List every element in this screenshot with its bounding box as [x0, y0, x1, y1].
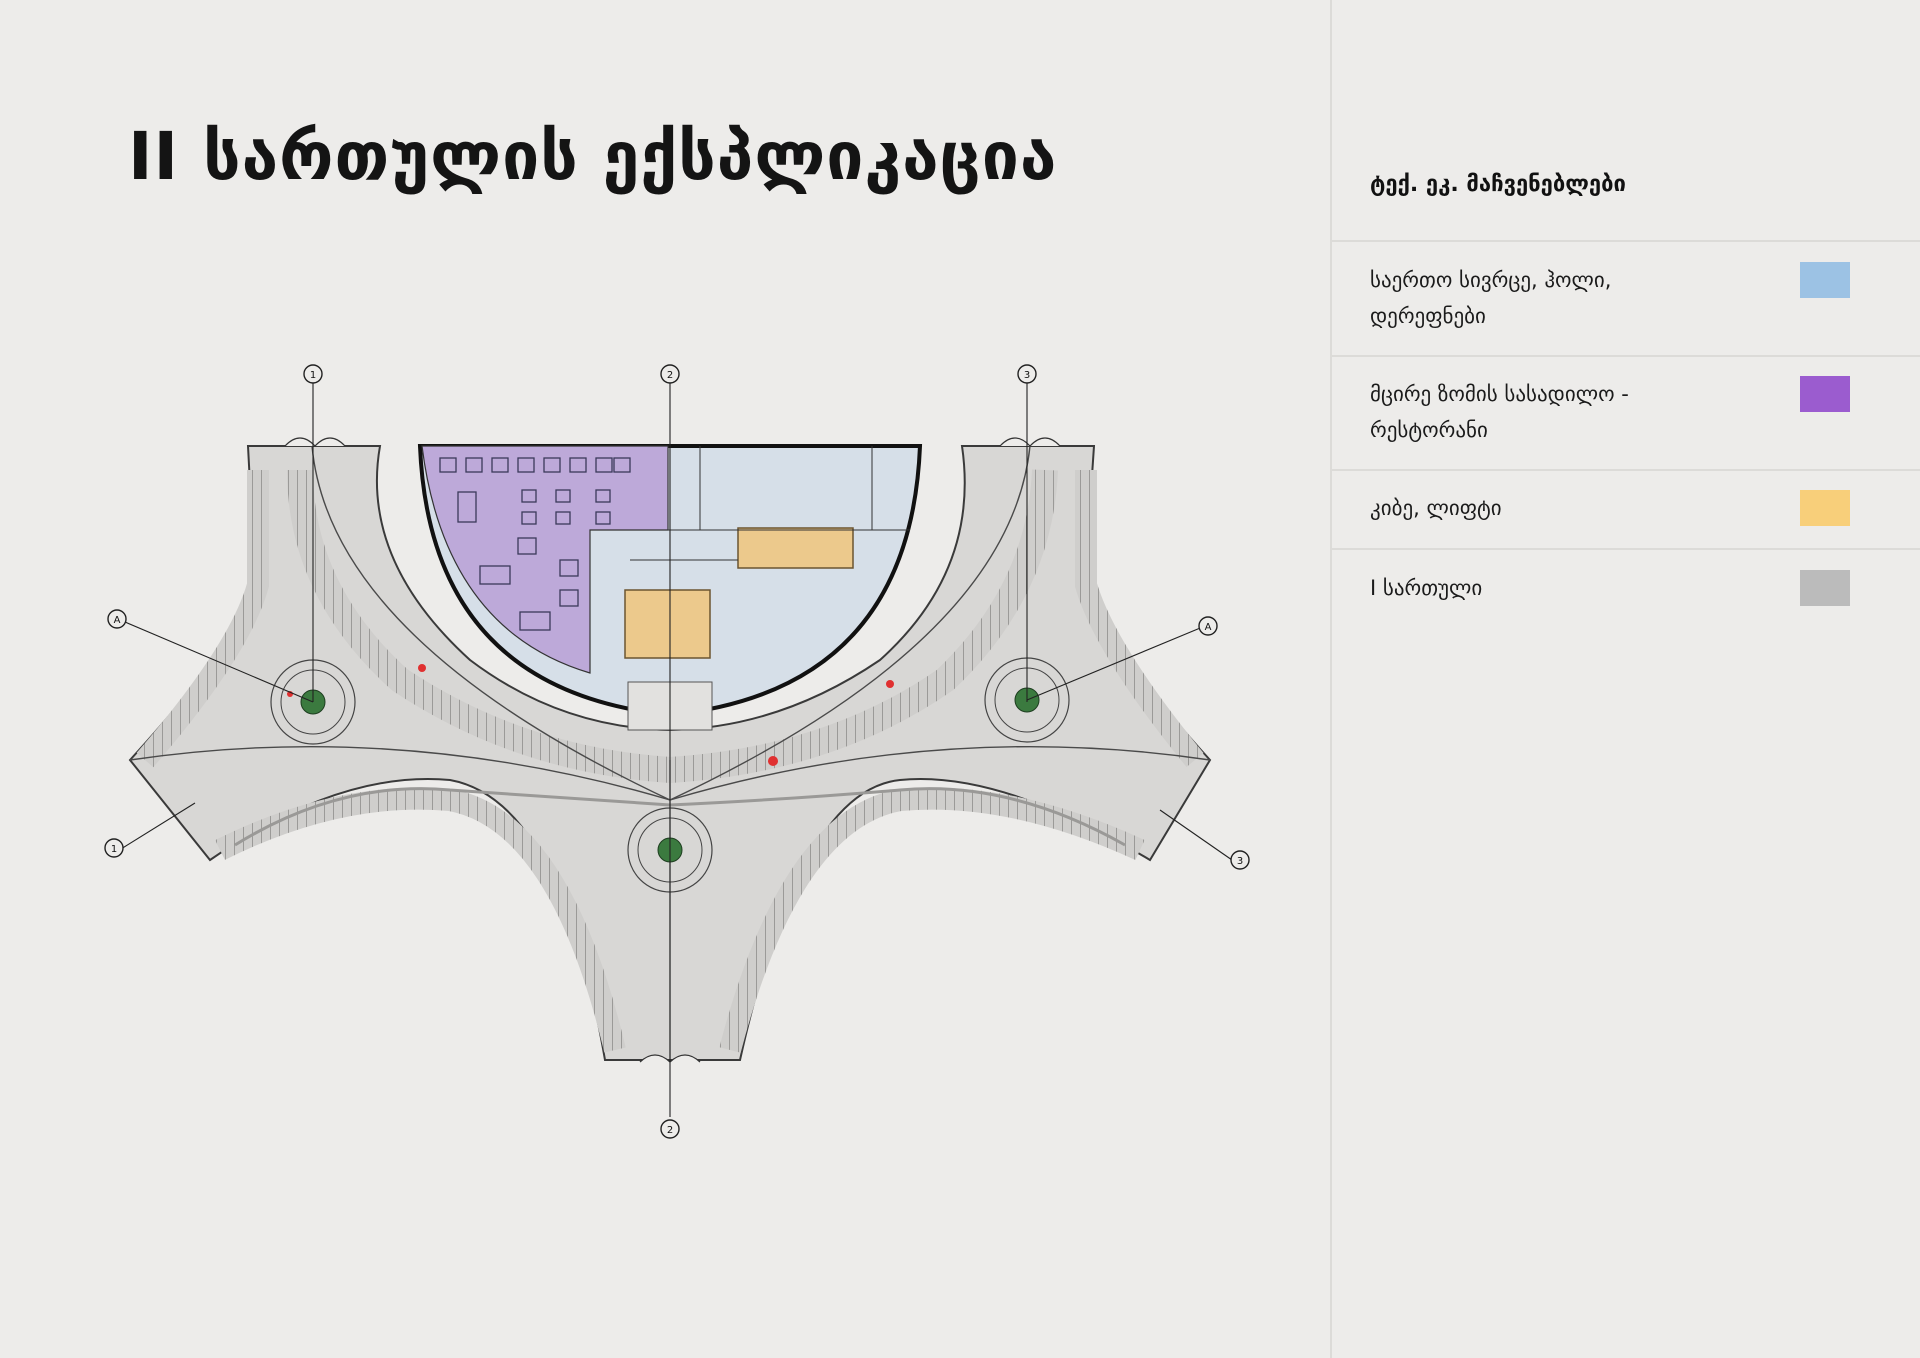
legend-divider	[1332, 469, 1920, 471]
legend-label: კიბე, ლიფტი	[1370, 496, 1502, 520]
axis-label-2-bottom: 2	[667, 1125, 673, 1136]
legend-label: საერთო სივრცე, ჰოლი, დერეფნები	[1370, 268, 1612, 328]
floor-plan: 1 2 3 A A 1 3 2	[104, 364, 1250, 1139]
legend-item-first-floor: I სართული	[1332, 570, 1920, 626]
legend-item-restaurant: მცირე ზომის სასადილო - რესტორანი	[1332, 376, 1920, 468]
legend-header: ტექ. ეკ. მაჩვენებლები	[1370, 172, 1626, 197]
legend-swatch-gray	[1800, 570, 1850, 606]
stair-block-2	[624, 589, 711, 659]
legend-swatch-blue	[1800, 262, 1850, 298]
axis-label-2-top: 2	[667, 370, 673, 381]
axis-label-1-left: 1	[111, 844, 117, 855]
legend-divider	[1332, 240, 1920, 242]
axis-label-3-top: 3	[1024, 370, 1030, 381]
legend-item-common: საერთო სივრცე, ჰოლი, დერეფნები	[1332, 262, 1920, 354]
legend-label: I სართული	[1370, 576, 1483, 600]
axis-label-1-top: 1	[310, 370, 316, 381]
restaurant-zone	[421, 445, 669, 674]
axis-label-3-right: 3	[1237, 856, 1243, 867]
legend-swatch-purple	[1800, 376, 1850, 412]
axis-label-a-right: A	[1205, 622, 1212, 633]
legend-panel: ტექ. ეკ. მაჩვენებლები საერთო სივრცე, ჰოლ…	[1330, 0, 1920, 1358]
legend-swatch-yellow	[1800, 490, 1850, 526]
legend-item-stairs: კიბე, ლიფტი	[1332, 490, 1920, 546]
stair-block-1	[737, 527, 854, 569]
axis-label-a-left: A	[114, 615, 121, 626]
legend-label: მცირე ზომის სასადილო - რესტორანი	[1370, 382, 1629, 442]
legend-divider	[1332, 548, 1920, 550]
page-title: II სართულის ექსპლიკაცია	[128, 118, 1058, 195]
legend-divider	[1332, 355, 1920, 357]
